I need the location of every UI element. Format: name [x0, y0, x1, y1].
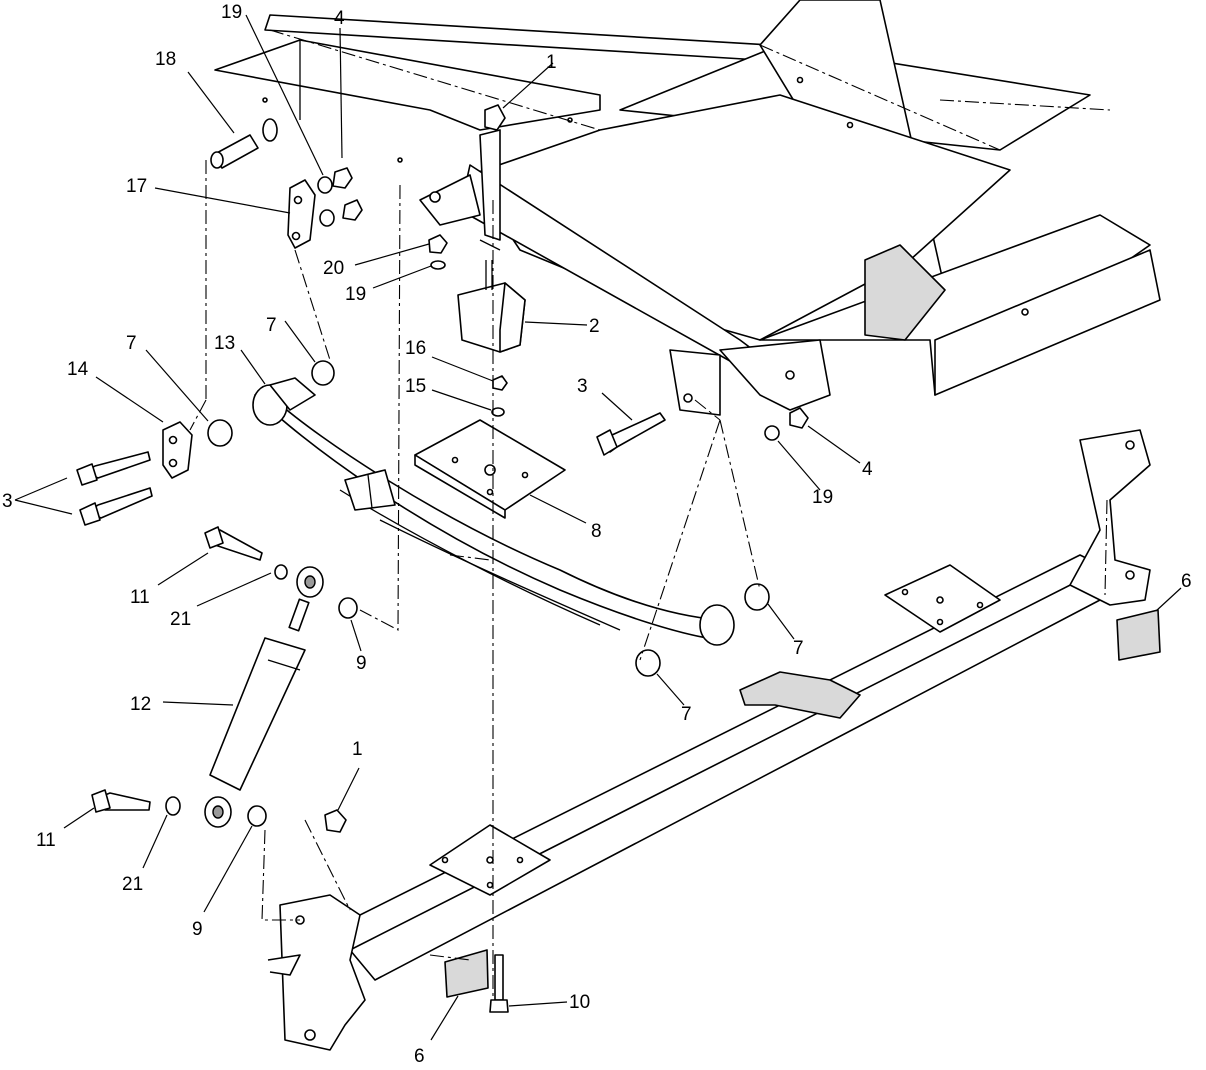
callout-17: 17: [126, 176, 147, 197]
callout-6: 6: [1181, 571, 1192, 592]
axle-beam: [267, 429, 1151, 1051]
callout-9: 9: [356, 653, 367, 674]
callout-4: 4: [334, 8, 345, 29]
shock-absorber: [204, 566, 324, 828]
callout-19: 19: [221, 2, 242, 23]
callout-1: 1: [352, 739, 363, 760]
callout-21: 21: [170, 609, 191, 630]
callout-12: 12: [130, 694, 151, 715]
vehicle-frame: [214, 0, 1161, 416]
callout-8: 8: [591, 521, 602, 542]
callout-16: 16: [405, 338, 426, 359]
assembly-center-lines: [189, 160, 1108, 1000]
callout-3: 3: [2, 491, 13, 512]
callout-7: 7: [266, 315, 277, 336]
callout-6: 6: [414, 1046, 425, 1067]
callout-2: 2: [589, 316, 600, 337]
callout-11: 11: [36, 830, 56, 851]
callout-19: 19: [345, 284, 366, 305]
callout-11: 11: [130, 587, 150, 608]
bolts: [76, 412, 666, 1013]
decals: [444, 609, 1161, 998]
callout-9: 9: [192, 919, 203, 940]
callout-13: 13: [214, 333, 235, 354]
callout-14: 14: [67, 359, 89, 380]
callout-19: 19: [812, 487, 833, 508]
callout-7: 7: [126, 333, 137, 354]
hardware: [165, 104, 809, 833]
callout-7: 7: [793, 638, 804, 659]
callout-4: 4: [862, 459, 873, 480]
callout-21: 21: [122, 874, 143, 895]
spring-plate: [414, 419, 566, 519]
shackle-link-17: [287, 179, 316, 249]
callout-15: 15: [405, 376, 426, 397]
callout-20: 20: [323, 258, 344, 279]
callout-1: 1: [546, 52, 557, 73]
leader-lines: [14, 14, 1182, 1041]
leaf-spring: [252, 377, 735, 646]
callout-3: 3: [577, 376, 588, 397]
bump-stop: [457, 260, 526, 353]
callout-10: 10: [569, 992, 590, 1013]
shackle-link-14: [162, 421, 193, 479]
callout-18: 18: [155, 49, 176, 70]
callout-7: 7: [681, 704, 692, 725]
bushing-18: [210, 118, 278, 169]
